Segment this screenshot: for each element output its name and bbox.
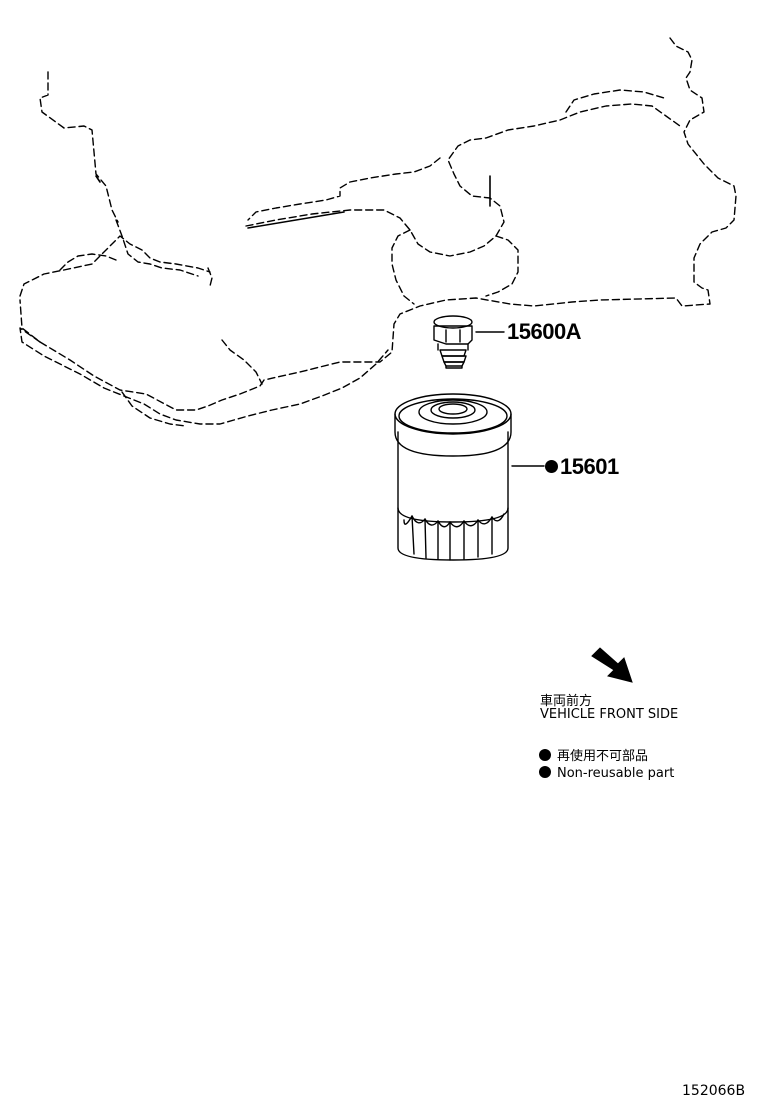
arrow-icon <box>591 647 633 683</box>
block-edge-line <box>95 175 491 229</box>
callout-oil-filter-label: 15601 <box>560 454 619 479</box>
legend-nonreusable-jp: 再使用不可部品 <box>539 745 648 764</box>
engine-block-outline <box>19 37 737 427</box>
drain-plug-drawing <box>433 315 473 369</box>
vehicle-front-label-jp: 車両前方 <box>540 694 593 709</box>
oil-filter-drawing <box>394 393 512 561</box>
callout-drain-plug[interactable]: 15600A <box>507 319 582 345</box>
legend-nonreusable-jp-text: 再使用不可部品 <box>557 749 649 764</box>
bullet-dot-icon <box>539 766 551 778</box>
vehicle-front-label-en: VEHICLE FRONT SIDE <box>540 707 679 722</box>
non-reusable-dot-icon <box>545 460 558 473</box>
callout-oil-filter[interactable]: 15601 <box>545 454 619 480</box>
figure-number: 152066B <box>682 1083 746 1099</box>
bullet-dot-icon <box>539 749 551 761</box>
legend-nonreusable-en: Non-reusable part <box>539 766 674 781</box>
legend-nonreusable-en-text: Non-reusable part <box>557 766 675 781</box>
callout-drain-plug-label: 15600A <box>507 319 582 344</box>
